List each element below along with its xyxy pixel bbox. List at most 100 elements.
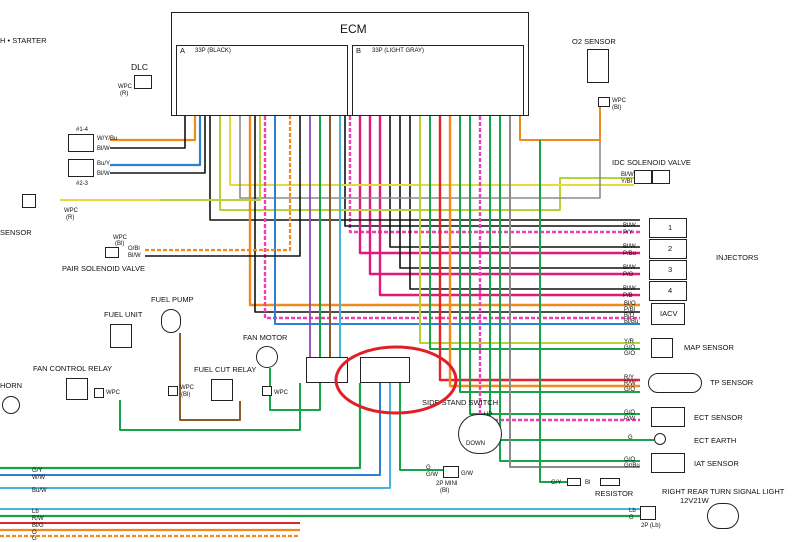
o2-sensor <box>587 49 609 83</box>
fuelpump-wpc-bl-label: (Bl) <box>181 392 191 398</box>
pair-wpc-label: WPC <box>113 235 127 241</box>
pair-wire-2: Bl/W <box>128 253 141 259</box>
turn-signal-rating: 12V21W <box>680 496 709 505</box>
center-connector-2 <box>360 357 410 383</box>
horn-wire-7: O <box>32 530 37 536</box>
turn-wire-1: Lb <box>629 508 636 514</box>
ect-wire-2: P/W <box>624 416 636 422</box>
iacv-wire-3: B/O <box>624 313 635 319</box>
iacv <box>651 303 685 325</box>
coil-1-4-label: #1-4 <box>76 127 89 133</box>
fuel-cut-relay-label: FUEL CUT RELAY <box>194 365 257 374</box>
wire-1 <box>344 116 640 227</box>
side-stand-switch <box>458 414 502 454</box>
coil-2-3 <box>68 159 94 177</box>
o2-wpc-bl-label: (Bl) <box>612 105 622 111</box>
o2-wpc-box <box>598 97 610 107</box>
iacv-wire-1: Bl/O <box>624 301 636 307</box>
wire-9 <box>219 116 634 211</box>
tp-wire-2: R/W <box>624 381 636 387</box>
wire-50 <box>179 333 241 421</box>
iat-sensor-label: IAT SENSOR <box>694 459 739 468</box>
iacv-wire-4: Bl/Bu <box>624 319 639 325</box>
wire-33 <box>145 116 292 252</box>
horn-wire-1: G/Y <box>32 468 43 474</box>
wpc-box-fanrelay <box>94 388 104 398</box>
wire-14 <box>263 116 640 320</box>
map-sensor-label: MAP SENSOR <box>684 343 734 352</box>
inj1-wire-2: P/Y <box>623 230 633 236</box>
injector-3 <box>649 260 687 280</box>
coil-wire-2: Bl/W <box>97 146 110 152</box>
ect-earth-label: ECT EARTH <box>694 436 737 445</box>
injector-3-number: 3 <box>668 265 673 274</box>
iat-wire-2: Gr/Bu <box>624 463 640 469</box>
wire-16 <box>419 116 640 344</box>
ect-sensor <box>651 407 685 427</box>
wire-4 <box>378 116 640 297</box>
wire-31 <box>160 116 261 201</box>
tp-sensor <box>648 373 702 393</box>
pair-solenoid-label: PAIR SOLENOID VALVE <box>62 264 145 273</box>
coil-1-4 <box>68 134 94 152</box>
wire-48 <box>539 140 567 483</box>
pair-wpc-bl-label: (Bl) <box>115 241 125 247</box>
o2-sensor-label: O2 SENSOR <box>572 37 616 46</box>
coil-wire-1: W/Y/Bu <box>97 136 118 142</box>
inj1-wire-1: Bl/W <box>623 223 636 229</box>
wire-3 <box>368 116 640 276</box>
injector-2 <box>649 239 687 259</box>
resistor-wire-2: Bl <box>585 480 591 486</box>
dlc-label: DLC <box>131 62 149 72</box>
fuel-pump-label: FUEL PUMP <box>151 295 194 304</box>
iacv-wire-2: P/Bl <box>624 307 636 313</box>
horn-wire-2: W/W <box>32 475 45 481</box>
turn-signal-bulb <box>707 503 739 529</box>
horn-wire-8: G <box>32 536 37 542</box>
coil-2-3-label: #2-3 <box>76 181 89 187</box>
map-wire-1: Y/R <box>624 339 635 345</box>
iat-wire-1: G/O <box>624 457 636 463</box>
starter-label: H • STARTER <box>0 36 47 45</box>
inj3-wire-1: Bl/W <box>623 265 636 271</box>
sensor-left-wpc-label: WPC <box>64 208 78 214</box>
fuel-cut-relay <box>211 379 233 401</box>
fanrelay-wpc-label: WPC <box>106 390 120 396</box>
sensor-left-wpc-r-label: (R) <box>66 215 75 221</box>
tp-sensor-label: TP SENSOR <box>710 378 754 387</box>
ect-sensor-label: ECT SENSOR <box>694 413 743 422</box>
side-wire-2: G/W <box>426 472 438 478</box>
injector-1-number: 1 <box>668 223 673 232</box>
wire-10 <box>229 116 634 186</box>
injector-2-number: 2 <box>668 244 673 253</box>
fuelpump-wpc-label: WPC <box>180 385 194 391</box>
fuel-unit-label: FUEL UNIT <box>104 310 143 319</box>
wire-26 <box>519 107 601 141</box>
resistor-connector <box>567 478 581 486</box>
idc-valve <box>652 170 670 184</box>
map-wire-2: G/O <box>624 345 636 351</box>
coil-wire-4: Bl/W <box>97 171 110 177</box>
injector-4 <box>649 281 687 301</box>
dlc-connector <box>134 75 152 89</box>
wpc-box-fuelpump <box>168 386 178 396</box>
wire-13 <box>254 116 640 313</box>
injectors-label: INJECTORS <box>716 253 759 262</box>
wire-24 <box>499 116 640 462</box>
dlc-wpc-r-label: (R) <box>120 91 129 97</box>
wire-29 <box>110 116 202 167</box>
horn-wire-5: R/W <box>32 516 44 522</box>
fan-control-relay <box>66 378 88 400</box>
turn-wire-2: G <box>629 515 634 521</box>
iat-sensor <box>651 453 685 473</box>
o2-wpc-label: WPC <box>612 98 626 104</box>
fan-motor-label: FAN MOTOR <box>243 333 288 342</box>
side-2p-mini: 2P MINI <box>436 481 458 487</box>
wire-49 <box>119 383 301 431</box>
side-stand-connector <box>443 466 459 478</box>
injector-4-number: 4 <box>668 286 673 295</box>
wire-6 <box>399 116 640 269</box>
horn-wire-6: Bl/G <box>32 523 44 529</box>
fuel-unit <box>110 324 132 348</box>
